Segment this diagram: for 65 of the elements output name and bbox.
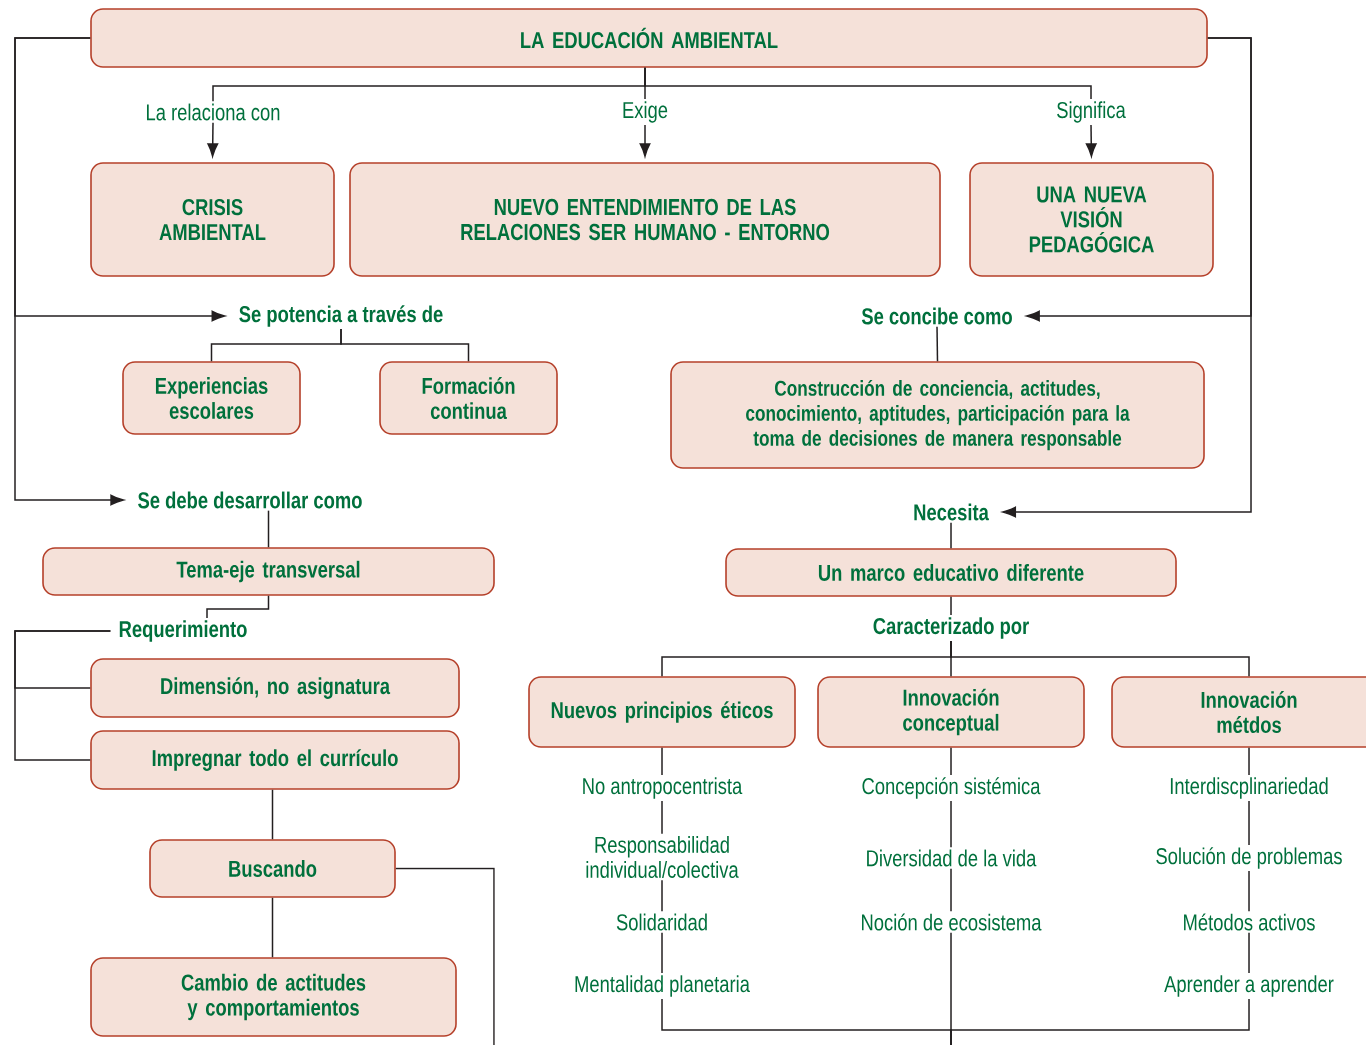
list-item: Solución de problemas (1156, 847, 1342, 869)
linking-phrase: Se concibe como (861, 307, 1012, 325)
concept-box: Impregnar todo el currículo (90, 730, 460, 790)
arrow (207, 121, 219, 157)
list-item: Noción de ecosistema (862, 913, 1042, 931)
connector (950, 867, 952, 912)
list-item: Concepción sistémica (862, 777, 1041, 799)
connector (340, 328, 470, 362)
linking-phrase: Se potencia a través de (239, 305, 443, 327)
list-item: Diversidad de la vida (867, 849, 1037, 867)
connector (936, 325, 939, 362)
concept-box: Construcción de conciencia, actitudes, conocimiento, aptitudes, participación para la toma de decisiones de manera responsable (670, 361, 1205, 469)
concept-box: Un marco educativo diferente (725, 548, 1177, 597)
connector (1248, 747, 1250, 776)
connector (644, 67, 1092, 100)
linking-phrase: Exige (623, 101, 668, 123)
concept-box: LA EDUCACIÓN AMBIENTAL (90, 8, 1208, 68)
connector (950, 596, 952, 616)
linking-phrase: Caracterizado por (873, 617, 1029, 639)
connector (661, 931, 663, 974)
connector (950, 800, 952, 849)
connector (950, 521, 952, 549)
arrow (1002, 37, 1252, 518)
connector (1248, 932, 1250, 974)
connector (661, 879, 663, 913)
concept-box: Tema-eje transversal (42, 547, 495, 596)
connector (206, 595, 270, 619)
connector (267, 509, 270, 548)
connector (950, 640, 1250, 677)
linking-phrase: La relaciona con (147, 103, 280, 121)
connector (1248, 870, 1250, 912)
linking-phrase: Se debe desarrollar como (138, 491, 362, 509)
concept-box: UNA NUEVA VISIÓN PEDAGÓGICA (969, 162, 1214, 277)
linking-phrase: Necesita (914, 503, 989, 521)
list-item: Interdiscplinariedad (1170, 777, 1328, 799)
connector (950, 998, 1250, 1045)
list-item: Métodos activos (1184, 913, 1315, 931)
concept-box: Dimensión, no asignatura (90, 658, 460, 718)
arrow (14, 37, 124, 506)
concept-box: Formación continua (379, 361, 558, 435)
connector (14, 630, 112, 761)
connector (950, 747, 952, 776)
arrow (1085, 124, 1097, 157)
connector (271, 789, 274, 840)
concept-box: Innovación conceptual (817, 676, 1085, 748)
list-item: Responsabilidad individual/colectiva (586, 836, 739, 878)
list-item: No antropocentrista (583, 777, 743, 799)
list-item: Solidaridad (616, 913, 707, 931)
concept-box: Cambio de actitudes y comportamientos (90, 957, 457, 1037)
concept-box: CRISIS AMBIENTAL (90, 162, 335, 277)
list-item: Mentalidad planetaria (575, 975, 750, 997)
concept-box: Innovación métdos (1111, 676, 1366, 748)
concept-box: Experiencias escolares (122, 361, 301, 435)
connector (1248, 800, 1250, 846)
linking-phrase: Requerimiento (119, 620, 247, 642)
connector (395, 867, 495, 1045)
connector (661, 800, 663, 835)
linking-phrase: Significa (1057, 101, 1126, 123)
concept-box: NUEVO ENTENDIMIENTO DE LAS RELACIONES SER HUMANO - ENTORNO (349, 162, 941, 277)
concept-box: Nuevos principios éticos (528, 676, 796, 748)
arrow (639, 124, 651, 157)
connector (271, 897, 274, 958)
connector (661, 747, 663, 776)
concept-box: Buscando (149, 839, 396, 898)
list-item: Aprender a aprender (1164, 975, 1334, 997)
